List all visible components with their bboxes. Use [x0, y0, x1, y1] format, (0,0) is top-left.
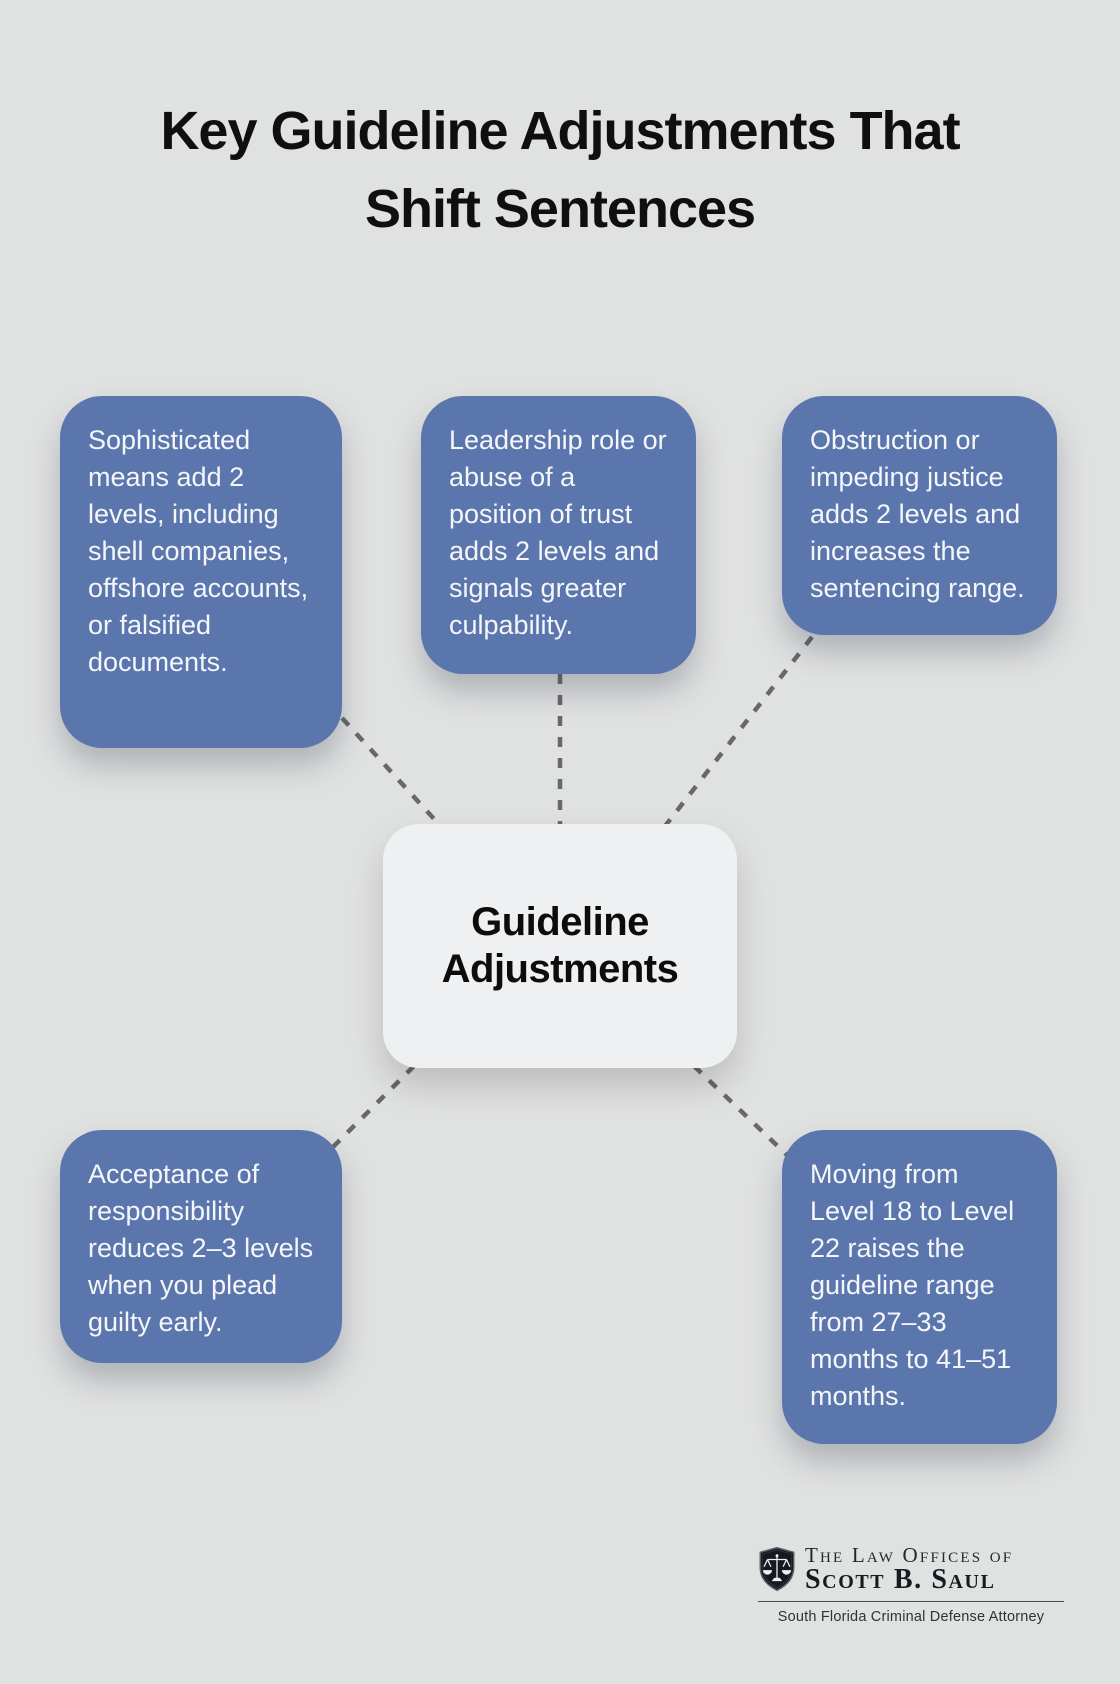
page-title: Key Guideline Adjustments That Shift Sen…	[160, 101, 960, 239]
node-leadership-role: Leadership role or abuse of a position o…	[421, 396, 696, 674]
node-text: Leadership role or abuse of a position o…	[449, 425, 667, 640]
node-sophisticated-means: Sophisticated means add 2 levels, includ…	[60, 396, 342, 748]
node-text: Moving from Level 18 to Level 22 raises …	[810, 1159, 1015, 1411]
scales-of-justice-shield-icon	[759, 1546, 795, 1592]
node-obstruction: Obstruction or impeding justice adds 2 l…	[782, 396, 1057, 635]
node-text: Acceptance of responsibility reduces 2–3…	[88, 1159, 314, 1337]
node-level-shift-example: Moving from Level 18 to Level 22 raises …	[782, 1130, 1057, 1444]
logo-divider	[758, 1601, 1064, 1602]
connector-top-right	[660, 635, 814, 832]
center-node-label: Guideline Adjustments	[441, 900, 679, 991]
connector-top-left	[340, 716, 448, 834]
law-firm-logo: The Law Offices of Scott B. Saul South F…	[758, 1544, 1064, 1625]
node-acceptance-of-responsibility: Acceptance of responsibility reduces 2–3…	[60, 1130, 342, 1363]
connector-bottom-left	[324, 1064, 416, 1156]
node-text: Obstruction or impeding justice adds 2 l…	[810, 425, 1025, 603]
logo-tagline: South Florida Criminal Defense Attorney	[777, 1609, 1045, 1625]
logo-firm-prefix: The Law Offices of	[805, 1543, 1014, 1567]
connector-bottom-right	[692, 1064, 790, 1158]
center-node-guideline-adjustments: Guideline Adjustments	[383, 824, 737, 1068]
node-text: Sophisticated means add 2 levels, includ…	[88, 425, 309, 677]
logo-firm-name: Scott B. Saul	[805, 1564, 996, 1595]
